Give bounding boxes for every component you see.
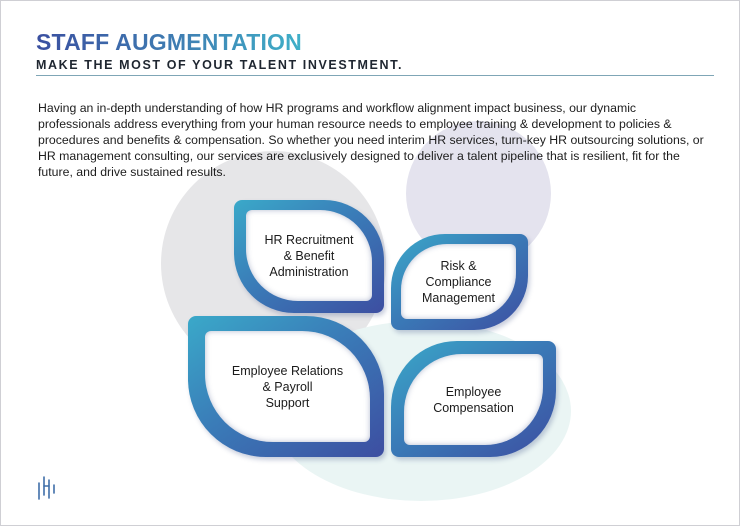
intro-paragraph: Having an in-depth understanding of how …	[38, 101, 704, 179]
tile-risk-compliance: Risk & Compliance Management	[391, 234, 528, 330]
page-subtitle: MAKE THE MOST OF YOUR TALENT INVESTMENT.	[36, 58, 404, 72]
tile-employee-relations-body: Employee Relations & Payroll Support	[205, 331, 370, 442]
brand-mark-icon	[38, 476, 55, 500]
tile-risk-compliance-label: Risk & Compliance Management	[422, 258, 495, 305]
tile-employee-relations: Employee Relations & Payroll Support	[188, 316, 384, 457]
tile-hr-recruitment-label: HR Recruitment & Benefit Administration	[264, 232, 354, 279]
tile-hr-recruitment: HR Recruitment & Benefit Administration	[234, 200, 384, 313]
tile-hr-recruitment-body: HR Recruitment & Benefit Administration	[246, 210, 372, 301]
tile-employee-compensation-label: Employee Compensation	[433, 384, 514, 415]
tile-risk-compliance-body: Risk & Compliance Management	[401, 244, 516, 319]
header-divider	[36, 75, 714, 76]
tile-employee-compensation: Employee Compensation	[391, 341, 556, 457]
page-title: STAFF AUGMENTATION	[36, 29, 302, 55]
tile-employee-compensation-body: Employee Compensation	[404, 354, 543, 445]
tile-employee-relations-label: Employee Relations & Payroll Support	[231, 363, 344, 410]
